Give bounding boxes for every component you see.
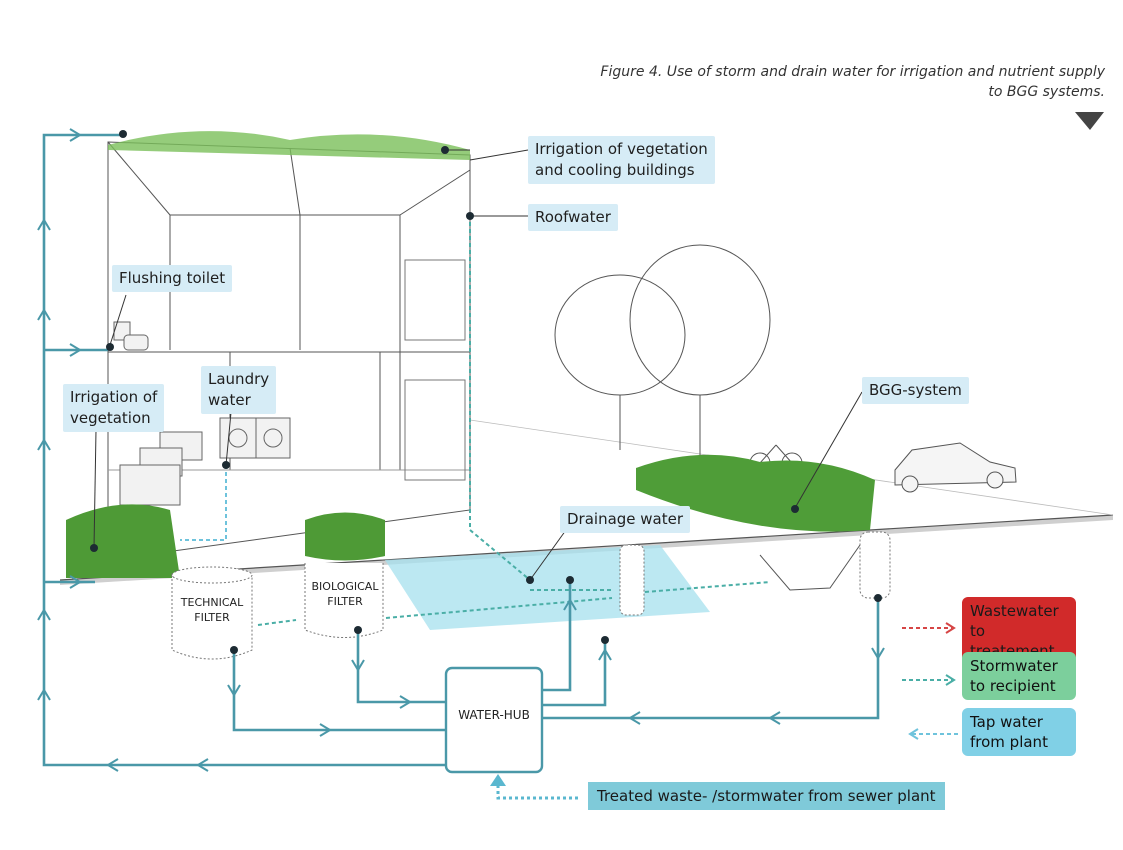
car (894, 442, 1017, 493)
label-irrigation-cooling-line-1: Irrigation of vegetation (535, 140, 708, 158)
technical-filter-label-2: FILTER (194, 611, 230, 624)
callout-dots (90, 130, 882, 654)
legend-stormwater-line-1: Stormwater (970, 657, 1058, 675)
technical-filter-label-1: TECHNICAL (180, 596, 244, 609)
label-treated-water: Treated waste- /stormwater from sewer pl… (588, 782, 945, 810)
label-laundry-line-1: Laundry (208, 370, 270, 388)
label-irrigation-veg-line-1: Irrigation of (70, 388, 158, 406)
legend-stormwater: Stormwater to recipient (962, 652, 1076, 700)
caption-line-1: Figure 4. Use of storm and drain water f… (600, 64, 1105, 80)
trees (554, 244, 771, 460)
label-laundry-line-2: water (208, 391, 251, 409)
biological-filter (304, 563, 384, 638)
legend-arrows (902, 627, 960, 735)
label-irrigation-cooling-line-2: and cooling buildings (535, 161, 695, 179)
caption-marker-triangle (1075, 112, 1104, 130)
label-irrigation-cooling: Irrigation of vegetation and cooling bui… (528, 136, 715, 184)
appliances (113, 321, 291, 506)
legend-tapwater-line-1: Tap water (970, 713, 1043, 731)
legend-stormwater-line-2: to recipient (970, 677, 1056, 695)
legend-tapwater-line-2: from plant (970, 733, 1048, 751)
label-roofwater: Roofwater (528, 204, 618, 231)
figure-caption: Figure 4. Use of storm and drain water f… (585, 62, 1105, 102)
biological-filter-label-1: BIOLOGICAL (312, 580, 380, 593)
label-irrigation-vegetation: Irrigation of vegetation (63, 384, 165, 432)
water-hub-box (444, 666, 544, 774)
water-hub-label: WATER-HUB (458, 708, 530, 722)
bgg-ditch (759, 544, 861, 591)
dashed-flows (180, 215, 771, 626)
drain-wells (619, 531, 891, 616)
legend-tapwater: Tap water from plant (962, 708, 1076, 756)
label-laundry-water: Laundry water (201, 366, 277, 414)
technical-filter (171, 566, 253, 660)
treated-water-flow (490, 774, 578, 800)
biological-filter-label-2: FILTER (327, 595, 363, 608)
legend-wastewater-line-1: Wastewater to (970, 602, 1059, 640)
legend-arrowheads (908, 622, 956, 740)
pipe-network (42, 133, 880, 767)
label-drainage-water: Drainage water (560, 506, 691, 533)
label-flushing-toilet: Flushing toilet (112, 265, 233, 292)
water-surface (385, 545, 710, 630)
pipe-arrows (37, 128, 885, 772)
caption-line-2: to BGG systems. (988, 84, 1105, 100)
label-bgg-system: BGG-system (862, 377, 969, 404)
label-irrigation-veg-line-2: vegetation (70, 409, 151, 427)
